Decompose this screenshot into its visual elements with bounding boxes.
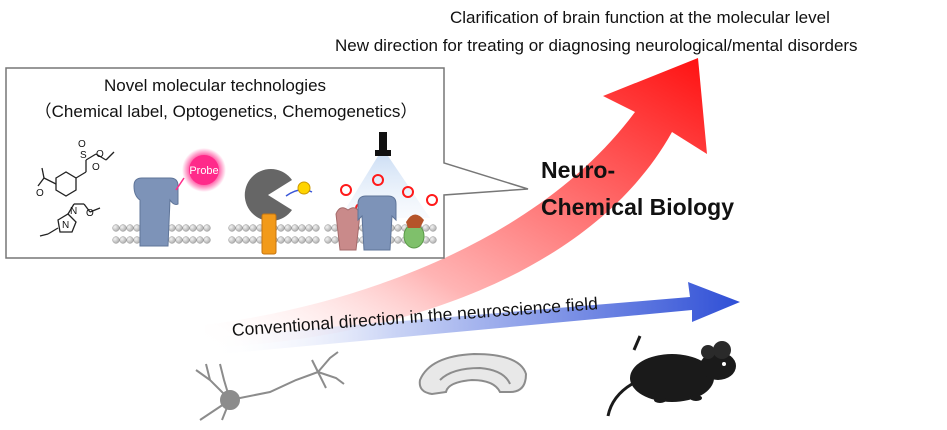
lipid-head [126,224,134,232]
lipid-head [291,224,299,232]
lipid-head [228,236,236,244]
lipid-head [196,236,204,244]
chemogenetic-receptor [244,169,313,255]
lipid-head [196,224,204,232]
chem-atom-o5: O [86,208,94,219]
lipid-head [284,236,292,244]
lipid-head [242,224,250,232]
lipid-head [291,236,299,244]
hippocampus-icon [418,352,528,396]
chem-atom-o1: O [78,139,86,150]
lipid-head [394,224,402,232]
lipid-head [189,224,197,232]
lipid-head [324,224,332,232]
lipid-head [228,224,236,232]
lipid-head [119,236,127,244]
lipid-head [429,224,437,232]
membrane-2 [228,224,320,244]
technologies-title: Novel molecular technologies [103,76,327,95]
chemical-structure-imidazole [39,203,101,237]
lipid-head [242,236,250,244]
chem-atom-n2: N [70,206,77,217]
probe-label: Probe [189,165,218,177]
lipid-head [305,224,313,232]
lipid-head [203,224,211,232]
optogenetic-receptors [335,174,438,251]
lipid-head [235,224,243,232]
chem-atom-o2: O [92,162,100,173]
lipid-head [394,236,402,244]
red-arrow [205,58,707,348]
new-field-title-line2: Chemical Biology [541,194,734,220]
new-field-title-line1: Neuro- [541,157,616,183]
technologies-subtitle: （Chemical label, Optogenetics, Chemogene… [34,102,418,121]
lipid-head [305,236,313,244]
lipid-head [203,236,211,244]
lipid-head [422,224,430,232]
chem-atom-s: S [80,150,87,161]
chem-atom-n1: N [62,220,69,231]
receptor-with-probe: Probe [133,148,226,247]
lipid-head [429,236,437,244]
goal-line-2: New direction for treating or diagnosing… [335,36,858,55]
lipid-head [312,224,320,232]
lipid-head [331,236,339,244]
lipid-head [126,236,134,244]
blue-arrow [210,282,740,355]
neuron-icon [195,351,345,421]
chem-atom-o3: O [96,149,104,160]
lipid-head [112,224,120,232]
lipid-head [175,224,183,232]
lipid-head [298,236,306,244]
lipid-head [168,236,176,244]
lipid-head [182,224,190,232]
lipid-head [189,236,197,244]
lipid-head [312,236,320,244]
lipid-head [182,236,190,244]
chemical-structure-sulfonyl [37,151,115,197]
lipid-head [249,224,257,232]
lipid-head [249,236,257,244]
mouse-icon [606,335,736,417]
lipid-head [284,224,292,232]
lipid-head [277,224,285,232]
lipid-head [119,224,127,232]
goal-line-1: Clarification of brain function at the m… [450,8,830,27]
lipid-head [324,236,332,244]
chem-atom-o4: O [36,188,44,199]
lipid-head [298,224,306,232]
lipid-head [235,236,243,244]
lipid-head [133,224,141,232]
lipid-head [133,236,141,244]
lipid-head [168,224,176,232]
lipid-head [112,236,120,244]
lipid-head [277,236,285,244]
lipid-head [175,236,183,244]
